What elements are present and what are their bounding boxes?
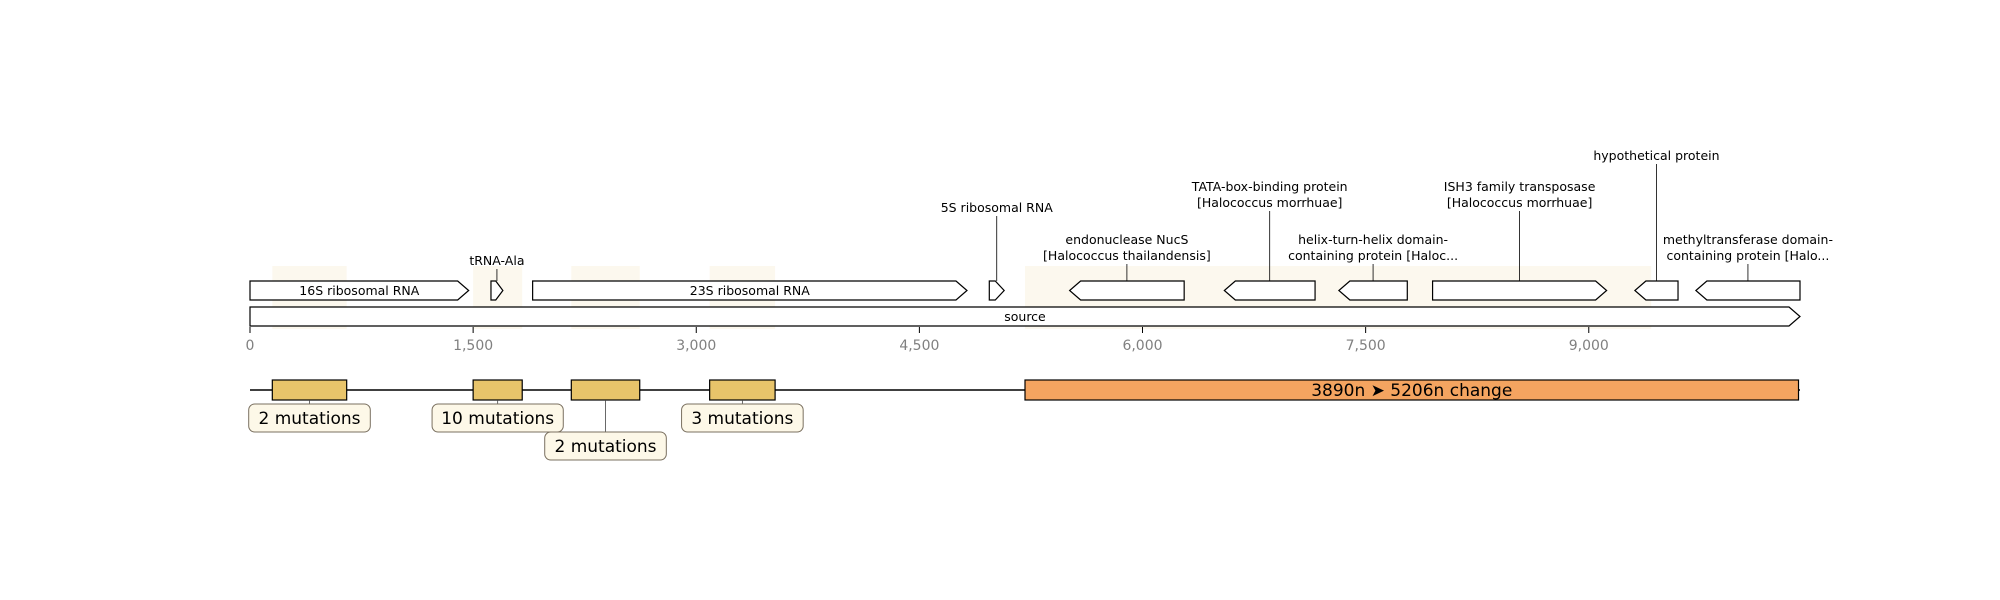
mutation-region: 10 mutations: [431, 379, 564, 433]
feature-arrow: [1223, 280, 1316, 301]
feature-label: tRNA-Ala: [469, 253, 524, 268]
mutation-region: 3 mutations: [681, 379, 804, 433]
feature-label: helix-turn-helix domain-containing prote…: [1288, 232, 1458, 263]
feature-mtase: methyltransferase domain-containing prot…: [1663, 232, 1833, 301]
feature-arrow: [490, 280, 504, 301]
change-region: 3890n ➤ 5206n change: [1024, 379, 1800, 401]
feature-5s: 5S ribosomal RNA: [941, 200, 1054, 301]
mutation-badge: [248, 403, 371, 433]
feature-label: 16S ribosomal RNA: [299, 283, 419, 298]
axis-tick-label: 4,500: [899, 338, 939, 354]
feature-track: 16S ribosomal RNA tRNA-Ala 23S ribosomal R…: [249, 148, 1833, 327]
mutation-region: 2 mutations: [544, 379, 667, 461]
feature-label-line: methyltransferase domain-: [1663, 232, 1833, 247]
feature-arrow: [532, 280, 968, 301]
axis-tick-label: 1,500: [453, 338, 493, 354]
source-feature: source: [249, 306, 1801, 327]
feature-label: TATA-box-binding protein[Halococcus morr…: [1191, 179, 1348, 210]
feature-label-line: [Halococcus morrhuae]: [1197, 195, 1342, 210]
feature-arrow: [1633, 280, 1679, 301]
change-label: 3890n ➤ 5206n change: [1311, 381, 1512, 401]
feature-label: methyltransferase domain-containing prot…: [1663, 232, 1833, 263]
feature-arrow: [988, 280, 1005, 301]
mutation-badge-label: 10 mutations: [441, 409, 554, 429]
axis-tick-label: 6,000: [1122, 338, 1162, 354]
feature-hth: helix-turn-helix domain-containing prote…: [1288, 232, 1458, 301]
position-axis: 0 1,500 3,000 4,500 6,000 7,500 9,000: [246, 327, 1609, 354]
feature-label-line: ISH3 family transposase: [1444, 179, 1596, 194]
feature-tata: TATA-box-binding protein[Halococcus morr…: [1191, 179, 1348, 301]
axis-tick-label: 0: [246, 338, 255, 354]
feature-label-line: tRNA-Ala: [469, 253, 524, 268]
feature-label-line: 5S ribosomal RNA: [941, 200, 1054, 215]
feature-label-line: containing protein [Halo...: [1666, 248, 1829, 263]
feature-arrow: [1068, 280, 1185, 301]
axis-tick-label: 9,000: [1569, 338, 1609, 354]
feature-arrow: [1337, 280, 1408, 301]
mutation-badge-label: 2 mutations: [258, 409, 360, 429]
feature-label: 5S ribosomal RNA: [941, 200, 1054, 215]
mutation-box: [570, 379, 641, 401]
feature-label-line: helix-turn-helix domain-: [1298, 232, 1448, 247]
feature-label-line: hypothetical protein: [1593, 148, 1719, 163]
feature-label-line: endonuclease NucS: [1065, 232, 1188, 247]
feature-label-line: [Halococcus thailandensis]: [1043, 248, 1211, 263]
feature-ish3: ISH3 family transposase[Halococcus morrh…: [1431, 179, 1608, 301]
mutation-badge-label: 2 mutations: [554, 437, 656, 457]
mutation-box: [271, 379, 348, 401]
feature-label: ISH3 family transposase[Halococcus morrh…: [1444, 179, 1596, 210]
mutation-region: 2 mutations: [248, 379, 371, 433]
change-box: [1024, 379, 1800, 401]
mutation-badge: [544, 431, 667, 461]
feature-trna: tRNA-Ala: [469, 253, 524, 301]
feature-arrow: [249, 280, 470, 301]
feature-label: endonuclease NucS[Halococcus thailandens…: [1043, 232, 1211, 263]
axis-tick-label: 3,000: [676, 338, 716, 354]
feature-label-line: TATA-box-binding protein: [1191, 179, 1348, 194]
feature-label-line: [Halococcus morrhuae]: [1447, 195, 1592, 210]
mutation-badge: [681, 403, 804, 433]
feature-nucs: endonuclease NucS[Halococcus thailandens…: [1043, 232, 1211, 301]
feature-hyp: hypothetical protein: [1593, 148, 1720, 301]
feature-arrow: [1431, 280, 1608, 301]
feature-16s: 16S ribosomal RNA: [249, 280, 470, 301]
feature-label: hypothetical protein: [1593, 148, 1719, 163]
feature-label-line: containing protein [Haloc...: [1288, 248, 1458, 263]
mutation-badge: [431, 403, 564, 433]
mutation-box: [709, 379, 776, 401]
source-arrow: [249, 306, 1801, 327]
feature-label: 23S ribosomal RNA: [690, 283, 810, 298]
feature-23s: 23S ribosomal RNA: [532, 280, 968, 301]
mutation-box: [472, 379, 523, 401]
source-label: source: [1004, 309, 1046, 324]
mutation-badge-label: 3 mutations: [691, 409, 793, 429]
feature-arrow: [1694, 280, 1801, 301]
axis-tick-label: 7,500: [1346, 338, 1386, 354]
